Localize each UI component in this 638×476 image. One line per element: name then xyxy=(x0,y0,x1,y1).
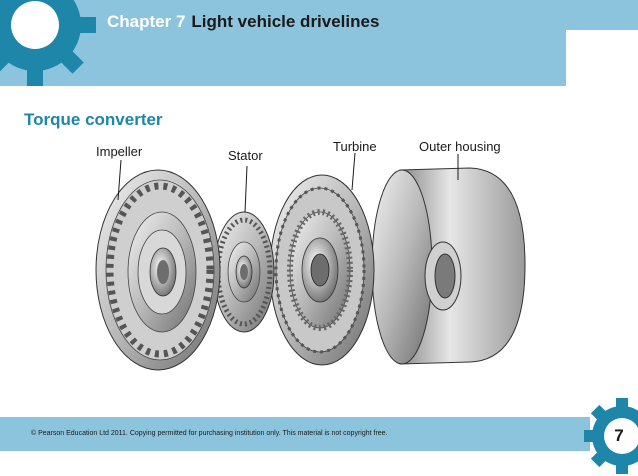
torque-converter-illustration xyxy=(95,152,526,371)
turbine xyxy=(269,174,375,366)
label-outer-housing: Outer housing xyxy=(419,139,501,154)
outer-housing xyxy=(371,167,526,365)
label-stator: Stator xyxy=(228,148,263,163)
stator xyxy=(213,211,275,333)
page-number: 7 xyxy=(614,426,624,445)
slide-title: Torque converter xyxy=(24,110,163,129)
gear-icon xyxy=(0,0,96,86)
chapter-title: Chapter 7 Light vehicle drivelines xyxy=(107,12,379,32)
header-band xyxy=(0,0,566,86)
chapter-name: Light vehicle drivelines xyxy=(191,12,380,31)
footer-band xyxy=(0,417,590,451)
footer-copyright: © Pearson Education Ltd 2011. Copying pe… xyxy=(31,430,388,437)
chapter-label: Chapter 7 xyxy=(107,12,186,31)
label-impeller: Impeller xyxy=(96,144,143,159)
leader-lines xyxy=(117,152,459,213)
header-band-extension xyxy=(566,0,638,30)
impeller xyxy=(95,169,221,371)
label-turbine: Turbine xyxy=(333,139,377,154)
